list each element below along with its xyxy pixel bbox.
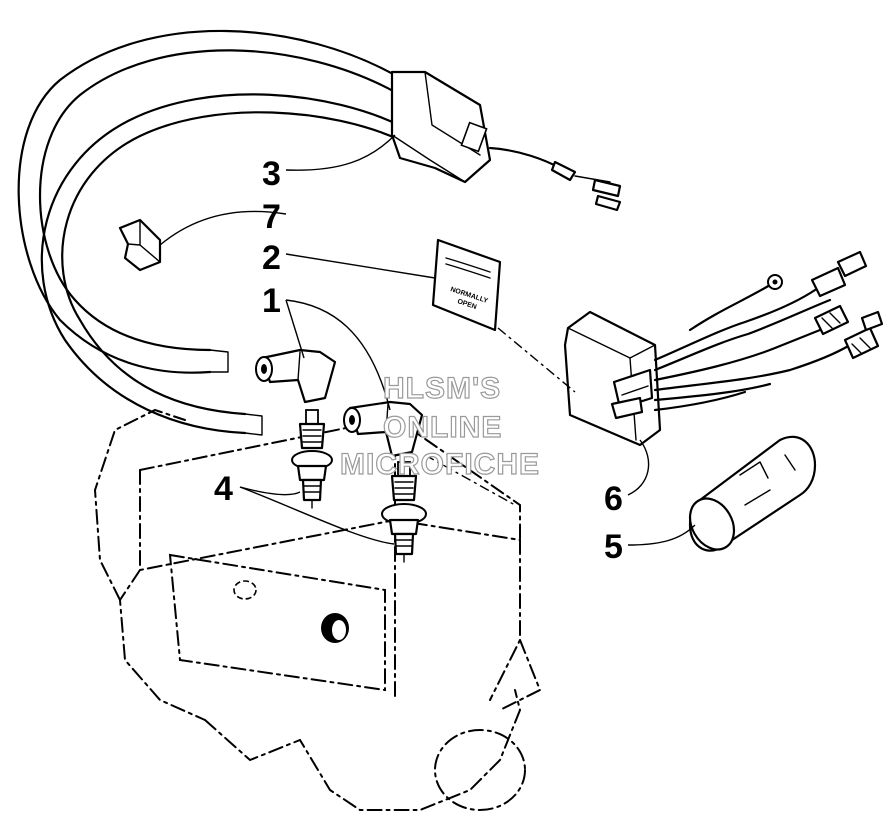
callout-2: 2 bbox=[262, 239, 281, 277]
callout-1: 1 bbox=[262, 282, 281, 320]
cdi-module bbox=[563, 310, 662, 447]
watermark-line2: ONLINE bbox=[383, 411, 502, 444]
callout-5: 5 bbox=[604, 528, 623, 566]
callout-6: 6 bbox=[604, 480, 623, 518]
leader-4a bbox=[239, 486, 301, 496]
watermark-line1: HLSM'S bbox=[383, 372, 501, 405]
leader-1b bbox=[285, 299, 391, 411]
callout-7: 7 bbox=[262, 198, 281, 236]
leader-lines bbox=[159, 134, 696, 546]
engine-port-left bbox=[233, 580, 257, 600]
leader-7 bbox=[159, 210, 287, 246]
leader-5 bbox=[627, 524, 696, 546]
ignition-coil-leads bbox=[17, 29, 407, 436]
cover-boot bbox=[688, 435, 817, 552]
spark-plug-cap-left bbox=[255, 348, 337, 404]
leader-6 bbox=[627, 439, 650, 496]
leader-4b bbox=[239, 486, 395, 545]
callout-3: 3 bbox=[262, 155, 281, 193]
cdi-harness bbox=[653, 250, 884, 412]
leader-2 bbox=[285, 253, 436, 279]
watermark: HLSM'S ONLINE MICROFICHE bbox=[339, 371, 540, 481]
spark-plug-cap-right bbox=[343, 400, 424, 458]
ignition-coil bbox=[390, 70, 622, 212]
watermark-line3: MICROFICHE bbox=[340, 448, 540, 481]
leader-engine bbox=[424, 454, 516, 506]
leader-1a bbox=[285, 299, 305, 359]
cable-clip bbox=[118, 218, 162, 272]
spark-plug-left bbox=[291, 409, 333, 509]
callout-4: 4 bbox=[214, 470, 233, 508]
engine-port-right bbox=[321, 613, 349, 643]
decal-normally-open: NORMALLY OPEN bbox=[431, 238, 502, 332]
leader-3 bbox=[285, 134, 396, 171]
leader-2-dashed bbox=[497, 327, 576, 393]
spark-plug-right bbox=[381, 461, 427, 563]
